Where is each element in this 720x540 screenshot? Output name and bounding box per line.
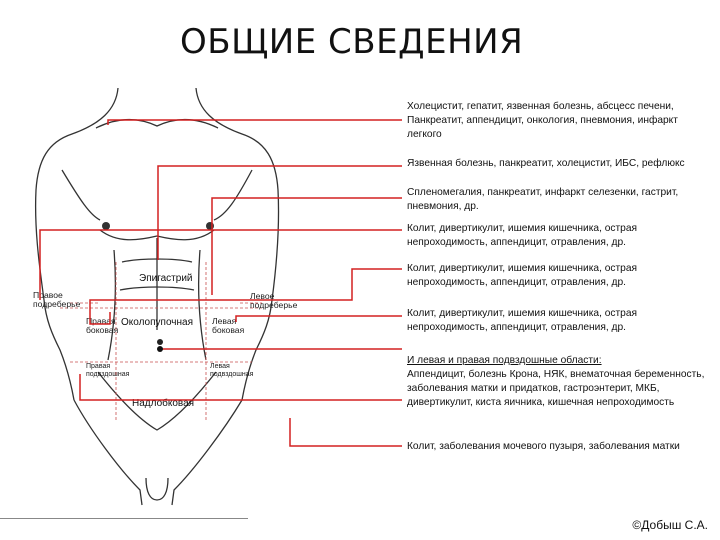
zone-right-flank-line2: боковая xyxy=(86,325,119,335)
pointer-1 xyxy=(107,119,402,125)
zone-suprapubic: Надлобковая xyxy=(132,397,194,409)
zone-left-hypochondrium-line2: подреберье xyxy=(250,300,298,310)
zone-right-hypochondrium-line1: Правое xyxy=(33,290,63,300)
zone-grid xyxy=(60,262,262,420)
pointer-3 xyxy=(211,197,402,295)
zone-left-hypochondrium-line1: Левое xyxy=(250,291,275,301)
description-7-text: Аппендицит, болезнь Крона, НЯК, внематоч… xyxy=(407,369,705,408)
torso-outline xyxy=(34,87,280,506)
description-8: Колит, заболевания мочевого пузыря, забо… xyxy=(407,441,680,452)
description-7-heading: И левая и правая подвздошные области: xyxy=(407,355,602,366)
pointer-4 xyxy=(39,229,402,300)
description-2: Язвенная болезнь, панкреатит, холецистит… xyxy=(407,158,685,169)
pointer-dot xyxy=(157,346,163,352)
zone-right-iliac-line1: Правая xyxy=(86,363,110,370)
footer-divider xyxy=(0,518,248,519)
zone-right-hypochondrium-line2: подреберье xyxy=(33,299,81,309)
pointer-8 xyxy=(79,374,402,401)
zone-left-flank-line1: Левая xyxy=(212,316,237,326)
zone-left-flank-line2: боковая xyxy=(212,325,245,335)
pointer-lines xyxy=(39,119,402,447)
navel xyxy=(157,339,163,345)
zone-umbilical: Околопупочная xyxy=(121,317,193,328)
pointer-6 xyxy=(235,315,402,322)
zone-left-iliac-line1: Левая xyxy=(210,363,230,370)
description-7: И левая и правая подвздошные области: Ап… xyxy=(407,354,712,410)
description-6: Колит, дивертикулит, ишемия кишечника, о… xyxy=(407,308,638,333)
page-title: ОБЩИЕ СВЕДЕНИЯ xyxy=(180,22,524,62)
zone-epigastric: Эпигастрий xyxy=(139,273,193,284)
zone-left-iliac-line2: подвздошная xyxy=(210,371,254,378)
description-1: Холецистит, гепатит, язвенная болезнь, а… xyxy=(407,101,678,140)
pointer-9 xyxy=(289,418,402,447)
pointer-2 xyxy=(157,165,402,260)
copyright: ©Добыш С.А. xyxy=(632,518,708,532)
left-nipple xyxy=(206,222,214,230)
zone-right-iliac-line2: подвздошная xyxy=(86,371,130,378)
zone-right-flank-line1: Правая xyxy=(86,316,116,326)
pointer-5 xyxy=(89,268,402,325)
description-5: Колит, дивертикулит, ишемия кишечника, о… xyxy=(407,263,638,288)
description-3: Спленомегалия, панкреатит, инфаркт селез… xyxy=(407,187,679,212)
right-nipple xyxy=(102,222,110,230)
description-4: Колит, дивертикулит, ишемия кишечника, о… xyxy=(407,223,638,248)
